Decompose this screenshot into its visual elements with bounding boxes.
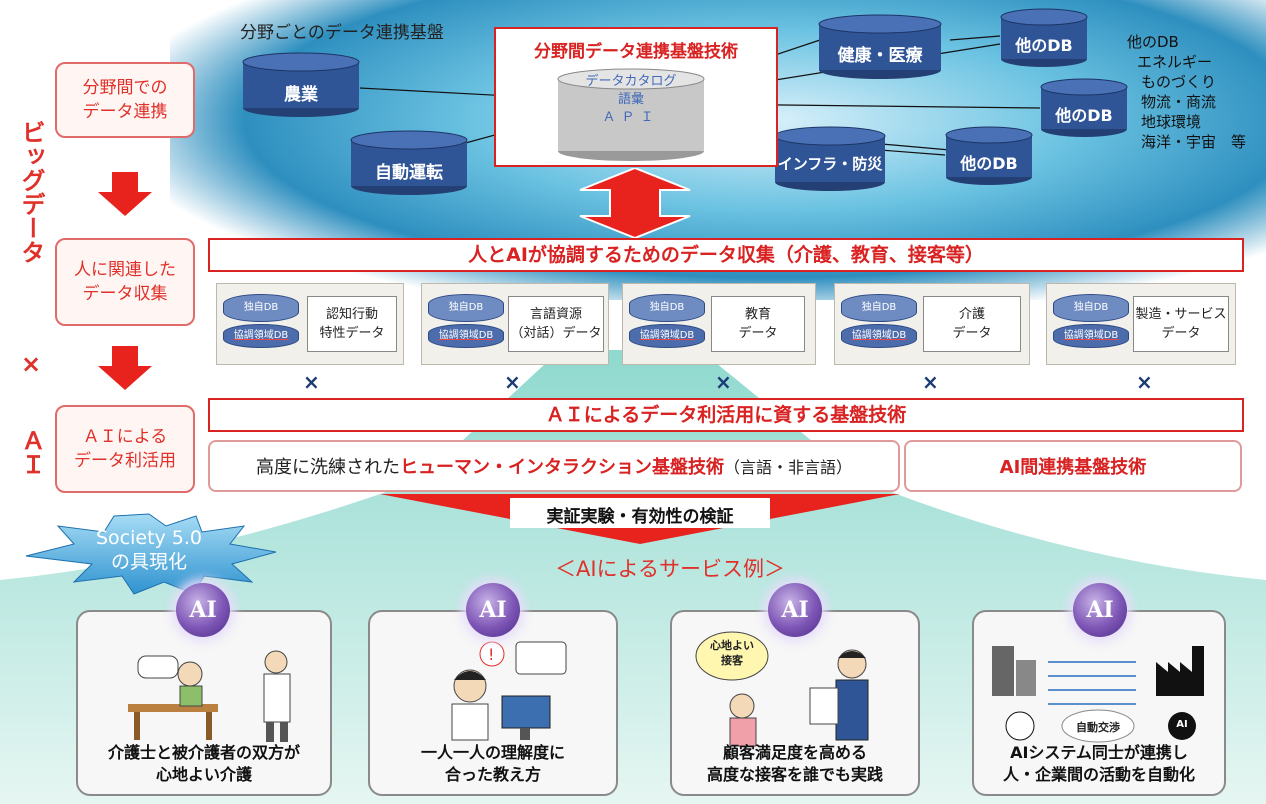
service-card-education: ! 一人一人の理解度に 合った教え方 bbox=[368, 610, 618, 796]
tech-prefix: 高度に洗練された bbox=[255, 457, 400, 478]
vocabulary-label: 語彙 bbox=[617, 92, 644, 107]
db-autonomous-driving: 自動運転 bbox=[350, 130, 468, 196]
down-arrow-icon bbox=[98, 172, 152, 216]
ai-badge: AI bbox=[466, 583, 520, 637]
catalog-label: データカタログ bbox=[585, 74, 677, 89]
double-arrow-icon bbox=[579, 168, 691, 238]
db-other-3: 他のDB bbox=[945, 126, 1033, 186]
db-agriculture: 農業 bbox=[242, 52, 360, 118]
cross-field-platform-title: 分野間データ連携基盤技術 bbox=[534, 42, 738, 62]
service-caption: AIシステム同士が連携し 人・企業間の活動を自動化 bbox=[1002, 743, 1195, 784]
card-label: 製造・サービス データ bbox=[1133, 296, 1229, 352]
ai-robot-label: AI bbox=[1176, 719, 1188, 730]
cross-mark: × bbox=[303, 370, 320, 394]
down-arrow-icon bbox=[98, 346, 152, 390]
vertical-label-ai: ＡＩ bbox=[17, 428, 45, 476]
ai-collaboration-tech: AI間連携基盤技術 bbox=[904, 440, 1242, 492]
banner-ai-utilization: ＡＩによるデータ利活用に資する基盤技術 bbox=[208, 398, 1244, 432]
tech-highlight: ヒューマン・インタラクション基盤技術 bbox=[399, 457, 724, 478]
negotiation-label: 自動交渉 bbox=[1076, 721, 1120, 734]
ai-negotiation-illustration-icon bbox=[992, 646, 1204, 743]
service-examples-title: ＜AIによるサービス例＞ bbox=[555, 557, 785, 581]
service-card-care: 介護士と被介護者の双方が 心地よい介護 bbox=[76, 610, 332, 796]
vertical-label-bigdata: ビッグデータ bbox=[17, 120, 45, 264]
cross-field-platform-box: 分野間データ連携基盤技術 データカタログ 語彙 ＡＰＩ bbox=[494, 27, 778, 167]
verify-label: 実証実験・有効性の検証 bbox=[546, 507, 734, 527]
svg-text:!: ! bbox=[488, 645, 494, 664]
cross-mark: × bbox=[1136, 370, 1153, 394]
service-card-ai-systems: 自動交渉 AI AIシステム同士が連携し 人・企業間の活動を自動化 bbox=[972, 610, 1226, 796]
cross-mark: × bbox=[504, 370, 521, 394]
db-infrastructure: インフラ・防災 bbox=[774, 126, 886, 192]
left-box-cross-field: 分野間での データ連携 bbox=[55, 62, 195, 138]
caregiver-illustration-icon bbox=[128, 650, 291, 742]
catalog-db: データカタログ 語彙 ＡＰＩ bbox=[556, 67, 706, 163]
cross-mark: × bbox=[715, 370, 732, 394]
cross-mark: × bbox=[922, 370, 939, 394]
field-platform-title: 分野ごとのデータ連携基盤 bbox=[240, 23, 444, 43]
card-label: 介護 データ bbox=[923, 296, 1021, 352]
db-other-2: 他のDB bbox=[1040, 78, 1128, 138]
banner-data-collection: 人とAIが協調するためのデータ収集（介護、教育、接客等） bbox=[208, 238, 1244, 272]
starburst-icon bbox=[25, 513, 277, 595]
bubble-label: 心地よい 接客 bbox=[710, 639, 754, 667]
learner-illustration-icon: ! bbox=[451, 641, 567, 741]
ai-badge: AI bbox=[768, 583, 822, 637]
vertical-label-times: × bbox=[20, 350, 42, 378]
service-caption: 顧客満足度を高める 高度な接客を誰でも実践 bbox=[706, 743, 883, 784]
card-label: 認知行動 特性データ bbox=[307, 296, 397, 352]
ai-badge: AI bbox=[1073, 583, 1127, 637]
other-db-list: 他のDB エネルギー ものづくり 物流・商流 地球環境 海洋・宇宙 等 bbox=[1127, 33, 1247, 151]
card-label: 言語資源 （対話）データ bbox=[508, 296, 604, 352]
human-interaction-tech: 高度に洗練された ヒューマン・インタラクション基盤技術 （言語・非言語） bbox=[208, 440, 900, 492]
left-box-ai-utilization: ＡＩによる データ利活用 bbox=[55, 405, 195, 493]
society-label: Society 5.0 の具現化 bbox=[95, 527, 203, 573]
customer-service-illustration-icon bbox=[695, 631, 869, 747]
card-label: 教育 データ bbox=[711, 296, 805, 352]
ai-badge: AI bbox=[176, 583, 230, 637]
api-label: ＡＰＩ bbox=[602, 110, 660, 125]
left-box-human-data: 人に関連した データ収集 bbox=[55, 238, 195, 326]
tech-suffix: （言語・非言語） bbox=[723, 458, 852, 477]
db-other-1: 他のDB bbox=[1000, 8, 1088, 68]
db-health-medical: 健康・医療 bbox=[818, 14, 942, 80]
service-card-hospitality: 心地よい 接客 顧客満足度を高める 高度な接客を誰でも実践 bbox=[670, 610, 920, 796]
service-caption: 介護士と被介護者の双方が 心地よい介護 bbox=[107, 743, 300, 784]
service-caption: 一人一人の理解度に 合った教え方 bbox=[420, 743, 565, 784]
verify-arrow-icon bbox=[380, 494, 900, 544]
